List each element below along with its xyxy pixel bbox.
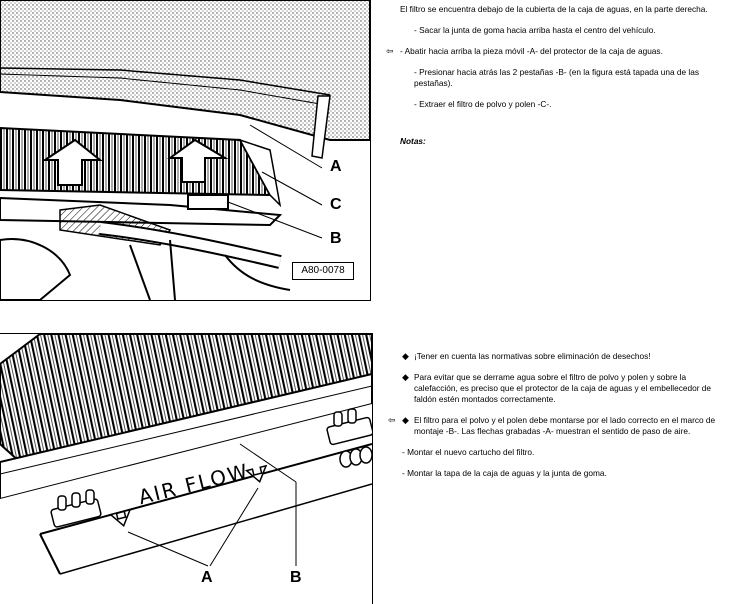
callout-a: A [201, 569, 213, 586]
diamond-bullet-icon: ◆ [402, 351, 409, 361]
instructions-removal: El filtro se encuentra debajo de la cubi… [386, 4, 710, 147]
notes-heading: Notas: [400, 136, 426, 146]
callout-b: B [330, 230, 342, 247]
note-item: ⇦ ◆ El filtro para el polvo y el polen d… [388, 415, 718, 447]
step-item: - Sacar la junta de goma hacia arriba ha… [414, 25, 656, 35]
note-item: ◆ ¡Tener en cuenta las normativas sobre … [388, 351, 718, 372]
figure-filter-airflow: AIR FLOW A B [0, 333, 373, 604]
filter-airflow-illustration [0, 334, 372, 604]
callout-b: B [290, 569, 302, 586]
step-item: - Montar el nuevo cartucho del filtro. [402, 447, 535, 457]
step-item: - Extraer el filtro de polvo y polen -C-… [414, 99, 552, 109]
arrow-left-icon: ⇦ [386, 46, 394, 56]
figure-code: A80-0078 [292, 262, 354, 280]
figure-filter-removal: A C B A80-0078 [0, 0, 371, 301]
arrow-left-icon: ⇦ [388, 415, 396, 425]
step-item: - Presionar hacia atrás las 2 pestañas -… [414, 67, 700, 88]
note-item: ◆ Para evitar que se derrame agua sobre … [388, 372, 718, 415]
intro-text: El filtro se encuentra debajo de la cubi… [400, 4, 708, 14]
callout-a: A [330, 158, 342, 175]
step-item: ⇦ - Abatir hacia arriba la pieza móvil -… [386, 46, 710, 67]
step-item: - Montar la tapa de la caja de aguas y l… [402, 468, 607, 478]
diamond-bullet-icon: ◆ [402, 372, 409, 382]
filter-removal-illustration [0, 0, 370, 300]
diamond-bullet-icon: ◆ [402, 415, 409, 425]
callout-c: C [330, 196, 342, 213]
instructions-installation: ◆ ¡Tener en cuenta las normativas sobre … [388, 351, 718, 489]
